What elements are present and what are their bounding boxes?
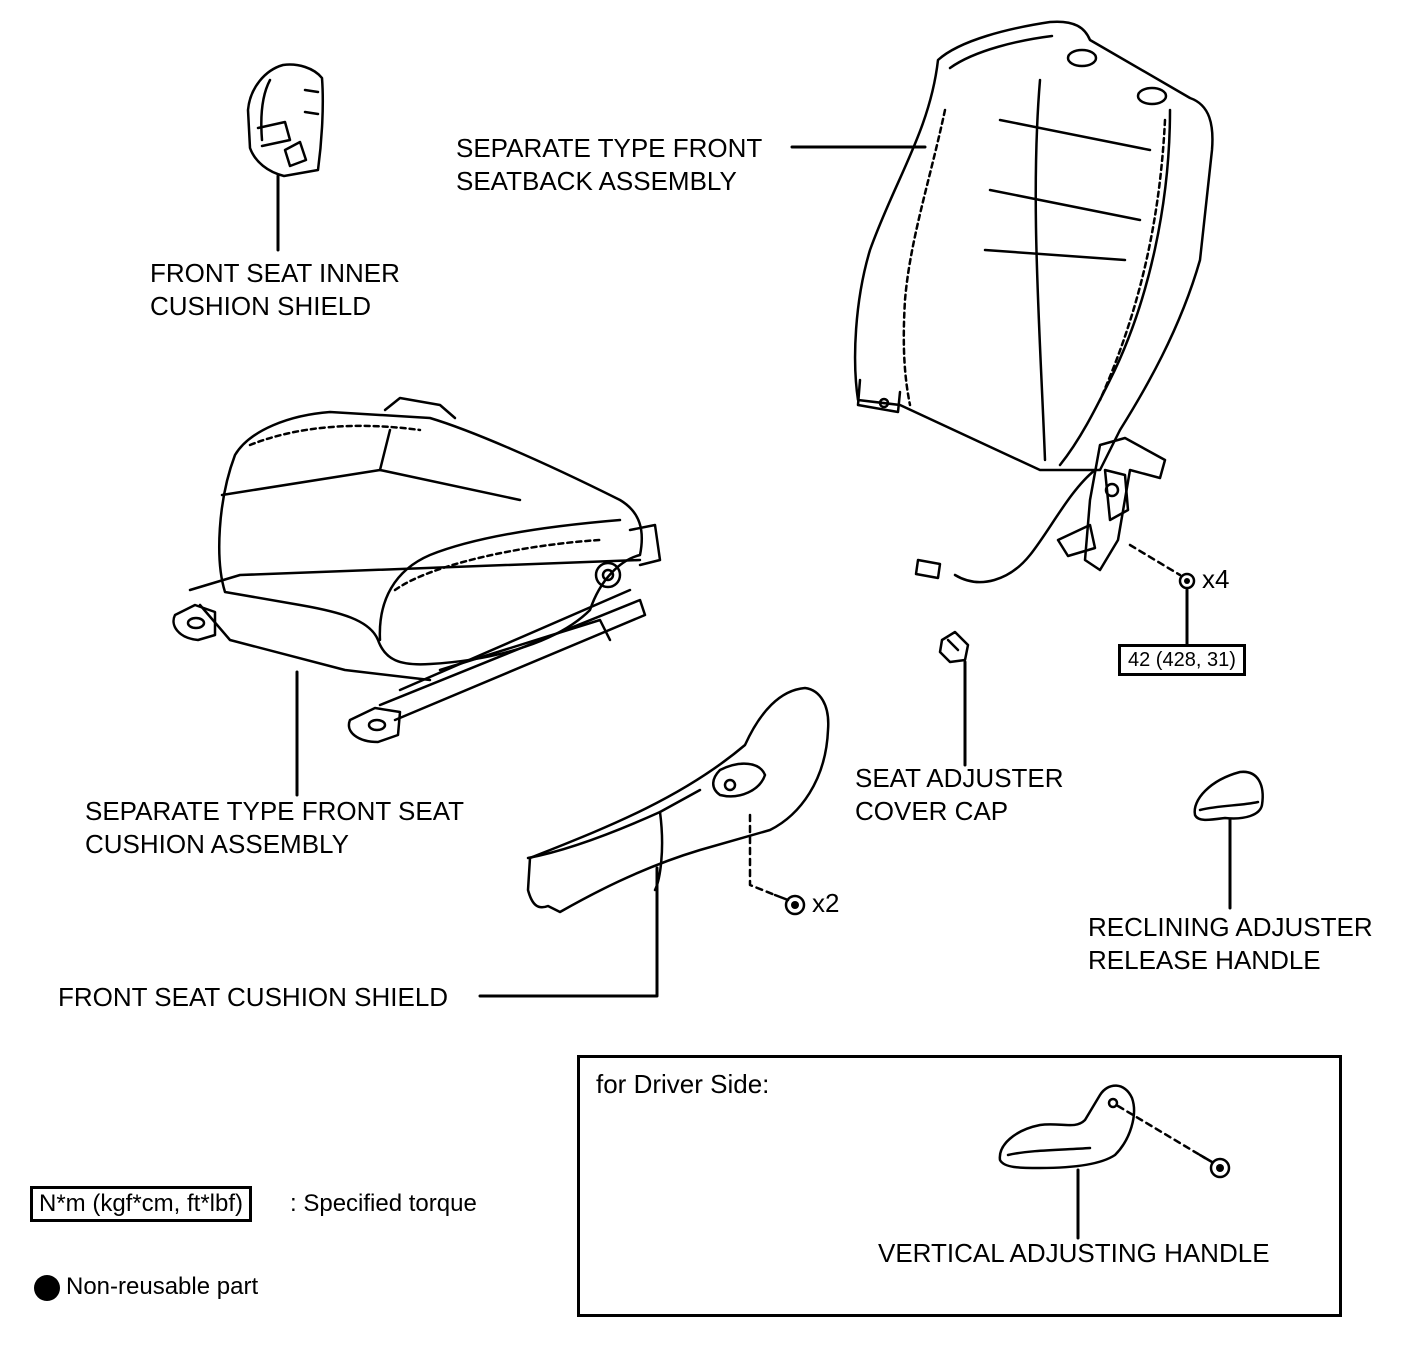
label-release-handle: RECLINING ADJUSTER RELEASE HANDLE: [1088, 911, 1373, 977]
label-cover-cap: SEAT ADJUSTER COVER CAP: [855, 762, 1064, 828]
release-handle-part: [1193, 770, 1264, 910]
quantity-x2: x2: [812, 888, 840, 918]
label-line: RELEASE HANDLE: [1088, 945, 1321, 975]
label-line: SEPARATE TYPE FRONT: [456, 133, 763, 163]
label-line: FRONT SEAT CUSHION SHIELD: [58, 982, 449, 1012]
cushion-shield-part: [478, 686, 830, 998]
label-line: CUSHION ASSEMBLY: [85, 829, 349, 859]
seatback-part: [853, 20, 1214, 646]
quantity-x4: x4: [1202, 564, 1230, 594]
cover-cap-part: [938, 630, 970, 767]
nonreusable-dot-icon: [34, 1275, 60, 1301]
seat-cushion-part: [172, 396, 662, 797]
label-inner-cushion-shield: FRONT SEAT INNER CUSHION SHIELD: [150, 257, 400, 323]
inset-title: for Driver Side:: [596, 1069, 770, 1099]
label-line: SEAT ADJUSTER: [855, 763, 1064, 793]
legend-torque-desc: : Specified torque: [290, 1190, 477, 1217]
label-line: RECLINING ADJUSTER: [1088, 912, 1373, 942]
legend-nonreusable: Non-reusable part: [66, 1273, 259, 1300]
vertical-handle-part: [998, 1084, 1231, 1240]
driver-side-inset: [577, 1055, 1342, 1317]
label-line: VERTICAL ADJUSTING HANDLE: [878, 1238, 1270, 1268]
label-vertical-handle: VERTICAL ADJUSTING HANDLE: [878, 1237, 1270, 1270]
torque-spec-box: 42 (428, 31): [1118, 644, 1246, 676]
label-seatback-assembly: SEPARATE TYPE FRONT SEATBACK ASSEMBLY: [456, 132, 762, 198]
label-line: FRONT SEAT INNER: [150, 258, 400, 288]
label-seat-cushion-assembly: SEPARATE TYPE FRONT SEAT CUSHION ASSEMBL…: [85, 795, 464, 861]
label-line: SEPARATE TYPE FRONT SEAT: [85, 796, 465, 826]
inner-cushion-shield-part: [246, 63, 325, 252]
label-line: SEATBACK ASSEMBLY: [456, 166, 737, 196]
label-line: COVER CAP: [855, 796, 1009, 826]
label-line: CUSHION SHIELD: [150, 291, 372, 321]
label-cushion-shield: FRONT SEAT CUSHION SHIELD: [58, 981, 448, 1014]
legend-torque-unit: N*m (kgf*cm, ft*lbf): [30, 1186, 253, 1222]
